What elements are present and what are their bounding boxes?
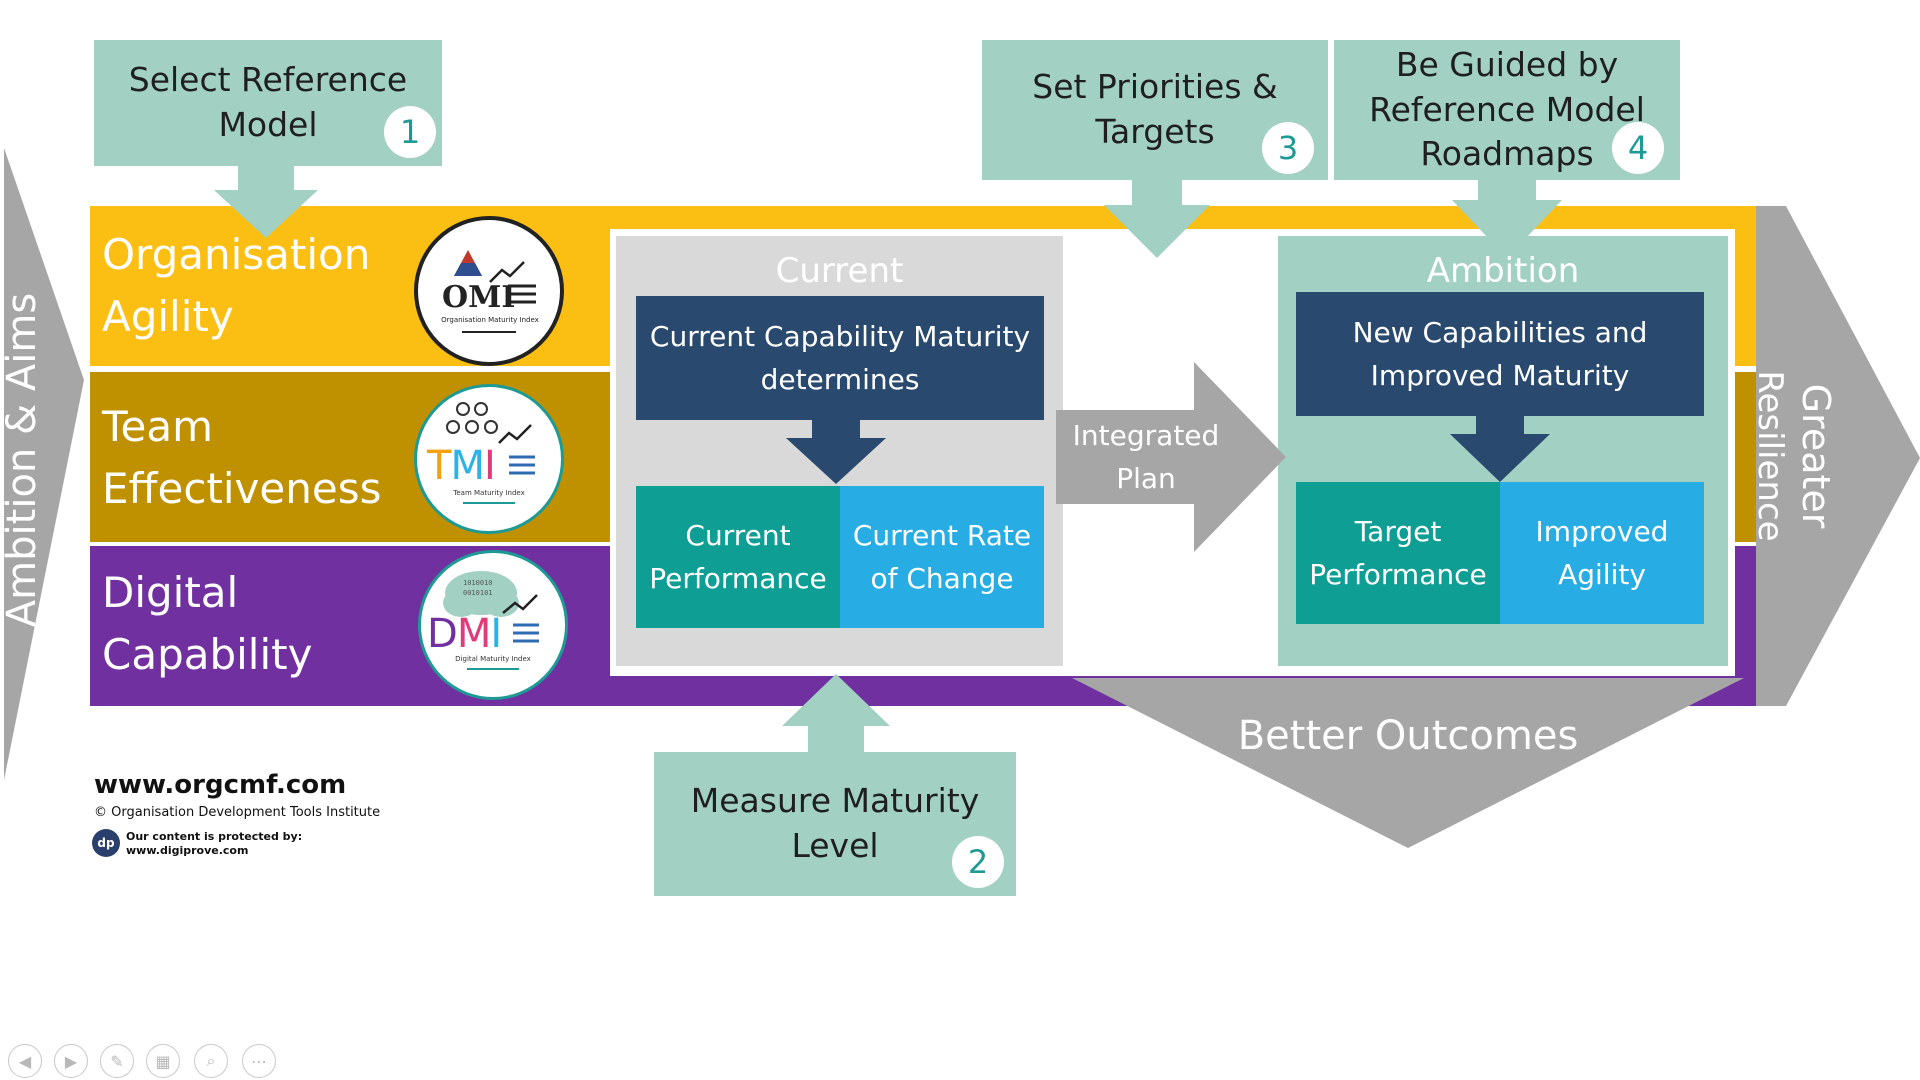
step-1-line1: Select Reference: [128, 60, 408, 100]
more-options-icon[interactable]: ⋯: [242, 1044, 276, 1078]
step-2-line1: Measure Maturity: [690, 781, 980, 821]
omi-caption: Organisation Maturity Index: [441, 316, 539, 324]
dmi-abbr: DMI: [427, 611, 502, 657]
dmi-caption: Digital Maturity Index: [455, 655, 531, 663]
current-header-box: [636, 296, 1044, 420]
better-outcomes-text: Better Outcomes: [1237, 713, 1579, 759]
step-1-number: 1: [384, 106, 436, 158]
integrated-plan-arrow: [1056, 362, 1286, 552]
step-3-line1: Set Priorities &: [1032, 67, 1278, 107]
pen-icon[interactable]: ✎: [100, 1044, 134, 1078]
binary-cloud-icon: [443, 571, 539, 670]
current-title: Current: [775, 251, 904, 291]
dmi-logo: 1010010 0010101 DMI Digital Maturity Ind…: [418, 550, 568, 700]
step-4-line1: Be Guided by: [1395, 45, 1619, 85]
better-outcomes-arrow: [1072, 678, 1744, 848]
step3-arrow: [1104, 170, 1210, 258]
slide-sorter-icon[interactable]: ▦: [146, 1044, 180, 1078]
tmi-abbr: TMI: [427, 443, 496, 489]
omi-logo: OMI Organisation Maturity Index: [414, 216, 564, 366]
current-performance-box: [636, 486, 840, 628]
step-3-number: 3: [1262, 122, 1314, 174]
tmi-logo: TMI Team Maturity Index: [414, 384, 564, 534]
dmi-binary-1: 1010010: [463, 579, 493, 587]
pyramid-chart-icon: [454, 250, 536, 333]
tmi-caption: Team Maturity Index: [453, 489, 525, 497]
target-performance-box: [1296, 482, 1500, 624]
protection-line2[interactable]: www.digiprove.com: [126, 844, 249, 857]
ambition-title: Ambition: [1426, 251, 1580, 291]
ambition-down-arrow: [1450, 414, 1550, 482]
website-link[interactable]: www.orgcmf.com: [94, 770, 347, 800]
resilience-label: Resilience: [1750, 370, 1790, 542]
current-down-arrow: [786, 418, 886, 484]
step2-arrow: [782, 674, 890, 756]
previous-slide-icon[interactable]: ◀: [8, 1044, 42, 1078]
team-people-icon: [446, 402, 535, 504]
step4-arrow: [1452, 170, 1562, 258]
step-4-line3: Roadmaps: [1420, 134, 1594, 174]
omi-abbr: OMI: [442, 280, 516, 315]
step-2-line2: Level: [791, 826, 879, 865]
protection-line1: Our content is protected by:: [126, 830, 303, 843]
greater-label: Greater: [1794, 383, 1838, 529]
step-3-line2: Targets: [1095, 112, 1215, 151]
zoom-icon[interactable]: ⌕: [194, 1044, 228, 1078]
step-4-number: 4: [1612, 122, 1664, 174]
digiprove-logo: dp: [92, 829, 120, 857]
next-slide-icon[interactable]: ▶: [54, 1044, 88, 1078]
step1-arrow: [214, 160, 318, 238]
improved-agility-box: [1500, 482, 1704, 624]
step-1-line2: Model: [218, 105, 318, 144]
ambition-header-box: [1296, 292, 1704, 416]
ambition-aims-label: Ambition & Aims: [0, 292, 45, 628]
step-2-number: 2: [952, 836, 1004, 888]
dmi-binary-2: 0010101: [463, 589, 493, 597]
current-rate-box: [840, 486, 1044, 628]
ambition-aims-chevron: [4, 148, 84, 780]
step-4-line2: Reference Model: [1369, 89, 1645, 129]
copyright-text: © Organisation Development Tools Institu…: [94, 805, 381, 820]
